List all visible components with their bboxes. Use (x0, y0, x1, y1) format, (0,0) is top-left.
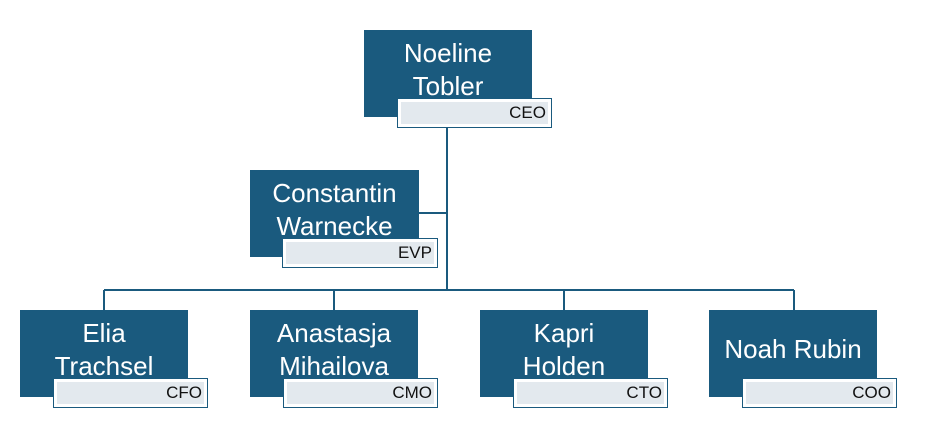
node-cmo-role-tag: CMO (283, 378, 438, 408)
node-cto-name: Kapri Holden (522, 317, 606, 381)
node-cmo-name: Anastasja Mihailova (276, 317, 392, 381)
node-cto-role-tag: CTO (513, 378, 668, 408)
node-cto-role: CTO (626, 383, 662, 402)
node-coo-name: Noah Rubin (724, 334, 862, 364)
node-cfo-name: Elia Trachsel (54, 317, 154, 381)
node-coo-role: COO (852, 383, 891, 402)
node-ceo-role: CEO (509, 103, 546, 122)
node-evp-role: EVP (397, 243, 432, 262)
node-evp-name: Constantin Warnecke (272, 177, 397, 241)
node-ceo-name: Noeline Tobler (403, 37, 493, 101)
node-evp-role-tag: EVP (282, 238, 438, 268)
node-coo-role-tag: COO (742, 378, 897, 408)
node-cfo-role-tag: CFO (53, 378, 208, 408)
node-cfo-role: CFO (166, 383, 202, 402)
node-cmo-role: CMO (392, 383, 432, 402)
node-ceo-role-tag: CEO (397, 98, 552, 128)
